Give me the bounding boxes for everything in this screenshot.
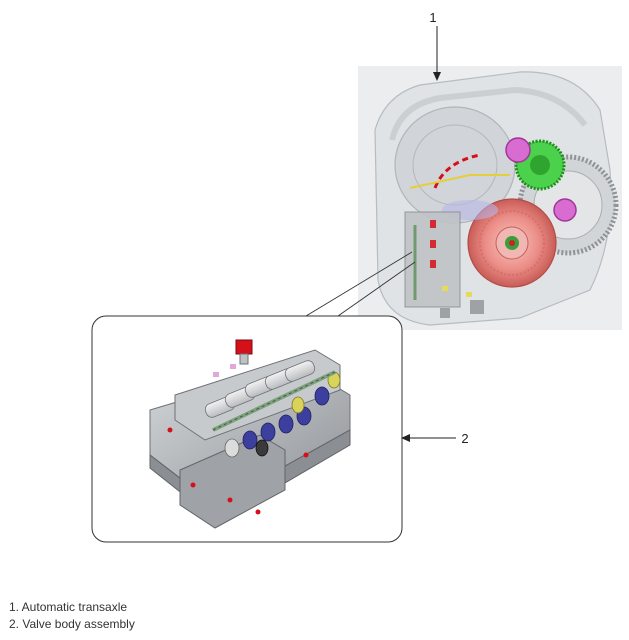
detail-leader-line-2 bbox=[337, 261, 416, 317]
callout-1-arrowhead bbox=[433, 72, 441, 81]
callout-1-number: 1 bbox=[429, 10, 436, 25]
transaxle-illustration bbox=[358, 66, 622, 330]
valve-body-illustration bbox=[149, 339, 351, 529]
diagram-figure: 1 2 bbox=[91, 10, 622, 543]
legend: 1. Automatic transaxle 2. Valve body ass… bbox=[9, 599, 135, 633]
legend-item-valve-body-assembly: 2. Valve body assembly bbox=[9, 617, 135, 631]
callout-2-arrowhead bbox=[401, 434, 410, 442]
legend-item-automatic-transaxle: 1. Automatic transaxle bbox=[9, 600, 128, 614]
detail-leader-line-1 bbox=[305, 251, 413, 317]
callout-2-number: 2 bbox=[461, 431, 468, 446]
